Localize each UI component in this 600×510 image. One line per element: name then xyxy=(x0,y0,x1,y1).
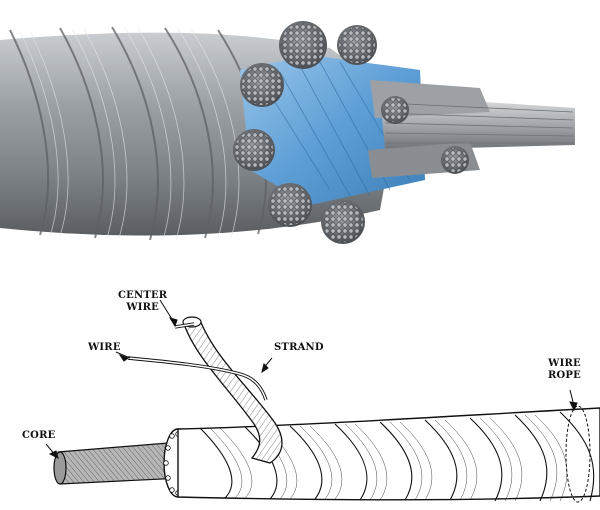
label-center-wire: CENTER WIRE xyxy=(118,290,168,313)
wire-rope-cutaway-render xyxy=(0,21,575,244)
strand-illustration xyxy=(182,316,283,464)
rope-body-lineart xyxy=(177,405,600,503)
label-strand: STRAND xyxy=(274,342,324,353)
wire-illustration xyxy=(127,356,268,401)
leader-lines xyxy=(45,299,578,459)
wire-rope-line-diagram xyxy=(45,299,600,503)
wire-texture xyxy=(19,27,240,241)
label-wire: WIRE xyxy=(88,342,121,353)
core-illustration xyxy=(53,441,183,485)
strand-ends xyxy=(233,21,469,244)
label-core: CORE xyxy=(22,430,56,441)
center-wire-illustration xyxy=(174,322,195,329)
label-wire-rope: WIRE ROPE xyxy=(548,358,581,381)
